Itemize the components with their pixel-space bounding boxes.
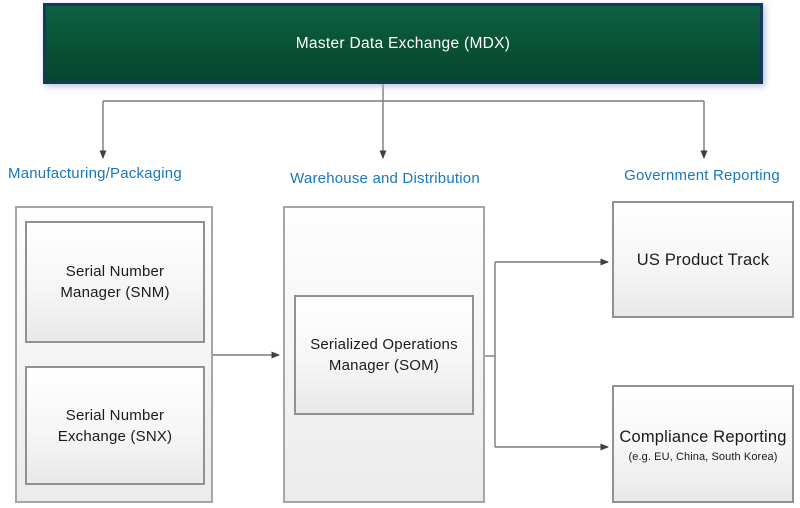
box-serialized-operations-manager: Serialized Operations Manager (SOM) — [294, 295, 474, 415]
compliance-reporting-title: Compliance Reporting — [619, 427, 787, 446]
snx-line2: Exchange (SNX) — [57, 427, 173, 445]
mdx-header-title: Master Data Exchange (MDX) — [295, 34, 511, 52]
snm-line1: Serial Number — [65, 263, 165, 280]
som-line1: Serialized Operations — [310, 336, 458, 353]
us-product-track-title: US Product Track — [636, 250, 770, 269]
box-compliance-reporting: Compliance Reporting (e.g. EU, China, So… — [612, 385, 794, 503]
column-label-government: Government Reporting — [624, 167, 780, 184]
column-label-warehouse: Warehouse and Distribution — [290, 170, 480, 187]
column-label-manufacturing: Manufacturing/Packaging — [8, 165, 182, 182]
box-serial-number-manager: Serial Number Manager (SNM) — [25, 221, 205, 343]
snm-line2: Manager (SNM) — [60, 284, 170, 301]
box-serial-number-exchange: Serial Number Exchange (SNX) — [25, 366, 205, 485]
mdx-header-box: Master Data Exchange (MDX) — [43, 3, 763, 84]
snx-line1: Serial Number — [65, 406, 165, 424]
compliance-reporting-subtitle: (e.g. EU, China, South Korea) — [628, 450, 778, 463]
som-line2: Manager (SOM) — [328, 357, 440, 374]
box-us-product-track: US Product Track — [612, 201, 794, 318]
